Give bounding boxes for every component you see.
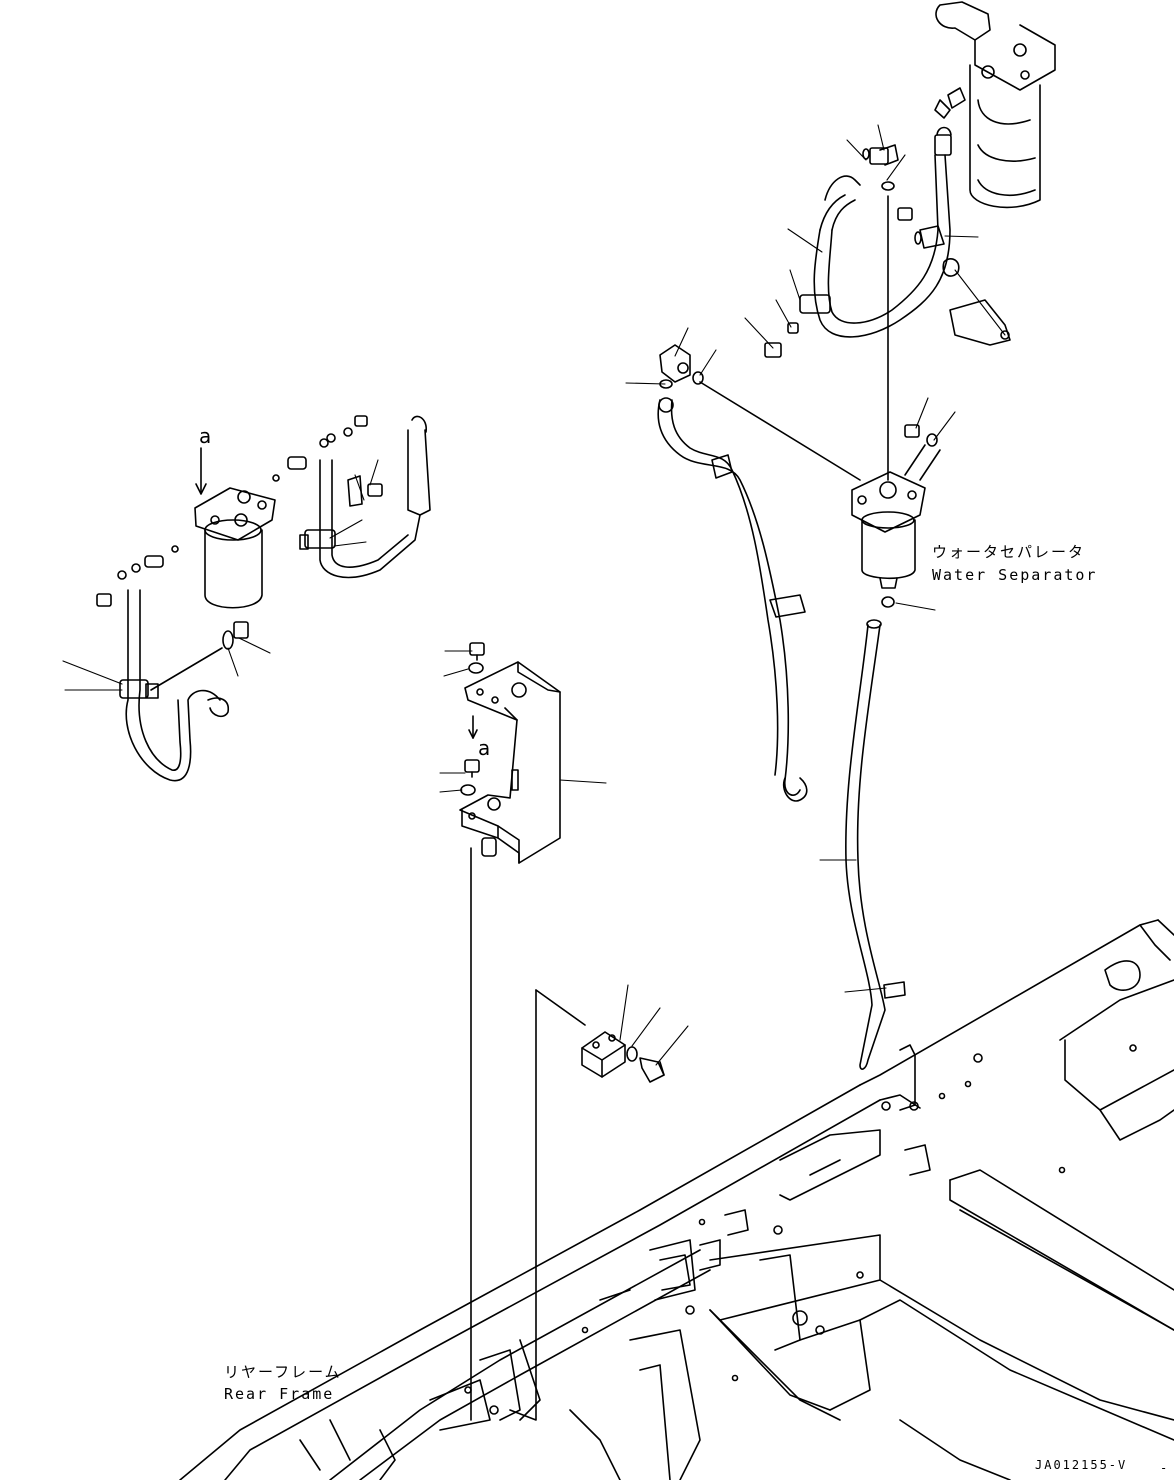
rear-frame: [179, 919, 1174, 1480]
water-separator-label-ja: ウォータセパレータ: [932, 543, 1086, 561]
fuel-filter-assembly: [96, 415, 431, 782]
upper-leader-lines: [625, 124, 1006, 993]
callout-a-filter: a: [199, 424, 212, 448]
left-leader-lines: [62, 459, 379, 691]
callout-a-bracket: a: [478, 736, 491, 760]
upper-filter-assembly: [657, 1, 1056, 1070]
drawing-code: JA012155-V: [1035, 1458, 1128, 1472]
clamp-leader-lines: [619, 984, 689, 1066]
rear-frame-label-en: Rear Frame: [224, 1385, 335, 1403]
edge-mark: -: [1160, 1461, 1168, 1475]
clamp-block: [581, 1031, 665, 1083]
bracket-leader-lines: [439, 650, 607, 793]
rear-frame-label-ja: リヤーフレーム: [224, 1363, 342, 1381]
mounting-bracket: [459, 642, 586, 1421]
water-separator-label-en: Water Separator: [932, 566, 1098, 584]
